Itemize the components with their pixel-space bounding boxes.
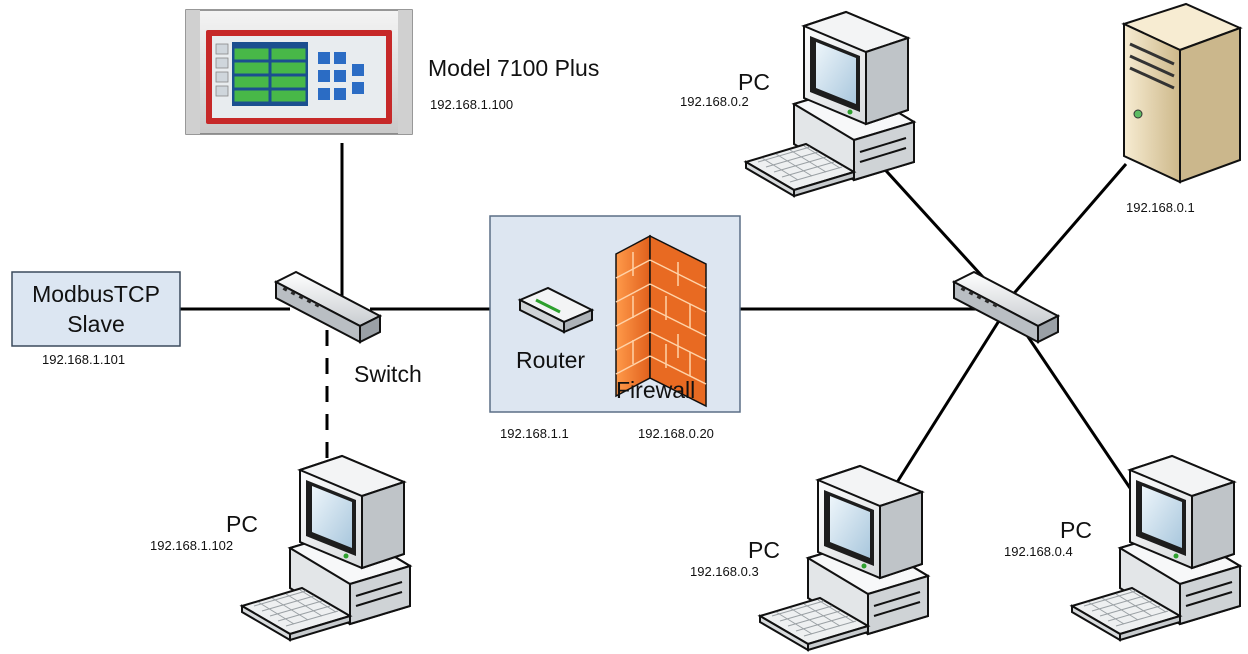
modbus-slave-box [11, 271, 181, 347]
firewall-ip-label: 192.168.0.20 [638, 426, 714, 441]
pc-left-icon [241, 455, 411, 641]
pc-bottom-right-ip-label: 192.168.0.4 [1004, 544, 1073, 559]
router-label: Router [516, 347, 585, 373]
pc-bottom-right-icon [1071, 455, 1241, 641]
pc-left-ip-label: 192.168.1.102 [150, 538, 233, 553]
pc-bottom-mid-ip-label: 192.168.0.3 [690, 564, 759, 579]
firewall-icon [615, 234, 707, 408]
pc-bottom-right-label: PC [1060, 517, 1092, 543]
server-icon [1121, 2, 1243, 184]
switch-label: Switch [354, 361, 422, 387]
model-7100-device [185, 9, 413, 135]
right-switch-icon [953, 271, 1059, 343]
slave-label-line1: ModbusTCP [32, 281, 160, 307]
pc-left-label: PC [226, 511, 258, 537]
model-name-label: Model 7100 Plus [428, 55, 599, 81]
pc-bottom-mid-label: PC [748, 537, 780, 563]
pc-top-icon [745, 11, 915, 197]
link-switch-pc-bottom-mid [894, 315, 1004, 485]
pc-top-ip-label: 192.168.0.2 [680, 94, 749, 109]
pc-top-label: PC [738, 69, 770, 95]
slave-label-line2: Slave [67, 311, 125, 337]
slave-ip-label: 192.168.1.101 [42, 352, 125, 367]
model-ip-label: 192.168.1.100 [430, 97, 513, 112]
link-switch-pc-bottom-right [1012, 315, 1132, 489]
router-icon [517, 286, 595, 334]
firewall-label: Firewall [616, 377, 695, 403]
pc-bottom-mid-icon [759, 465, 929, 651]
link-switch-server [1008, 163, 1128, 299]
router-ip-label: 192.168.1.1 [500, 426, 569, 441]
server-ip-label: 192.168.0.1 [1126, 200, 1195, 215]
